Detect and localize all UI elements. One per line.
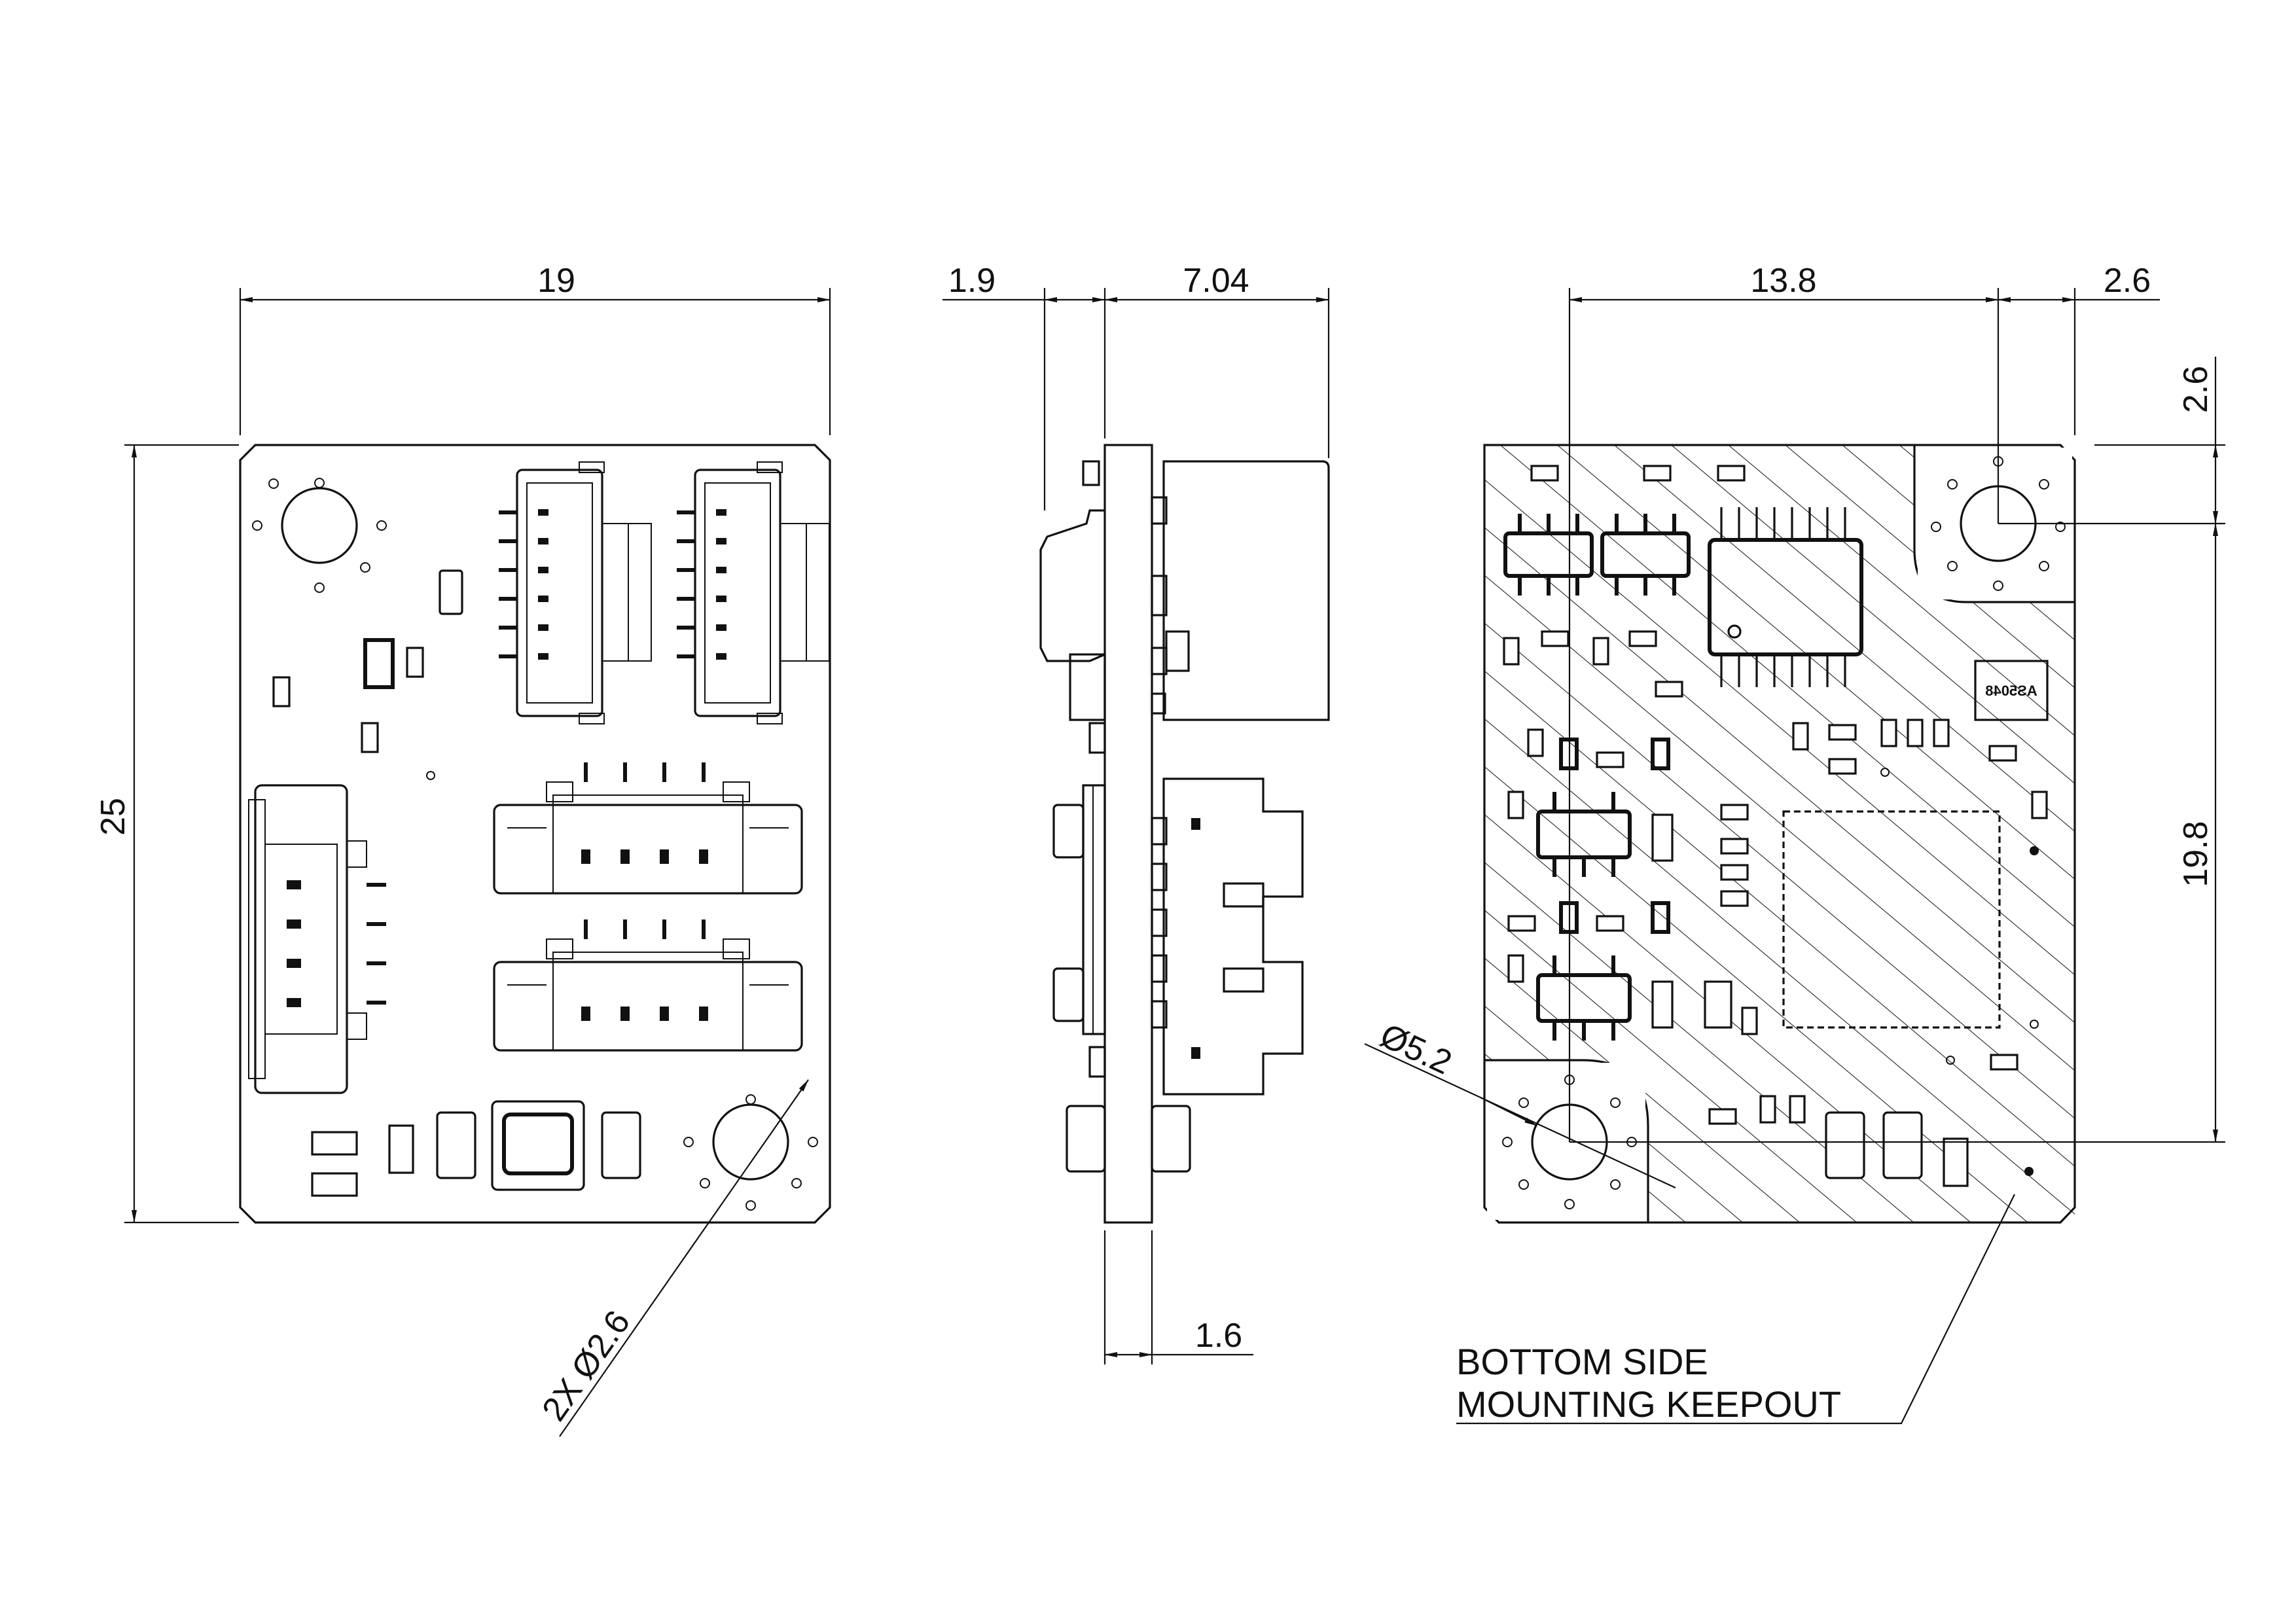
side-dimensions: 1.9 7.04 1.6 — [942, 262, 1330, 1364]
top-width-dimension: 19 — [239, 262, 831, 435]
dim-bottom-keepout-dia: Ø5.2 — [1374, 1016, 1458, 1082]
dim-bottom-vertical: 19.8 — [2177, 821, 2215, 887]
dim-top-width: 19 — [537, 262, 575, 300]
connector-vertical-1 — [499, 461, 652, 724]
mounting-hole-top-left — [252, 478, 387, 593]
dim-side-right: 7.04 — [1183, 262, 1249, 300]
connector-left — [248, 784, 386, 1094]
connector-horizontal-2 — [493, 919, 803, 1052]
top-board-outline — [239, 444, 831, 1224]
keepout-note-line2: MOUNTING KEEPOUT — [1456, 1383, 1841, 1425]
side-pcb-edge — [1103, 444, 1153, 1224]
side-view: 1.9 7.04 1.6 — [942, 262, 1330, 1364]
bottom-passives — [1503, 465, 2048, 1187]
top-view: 19 25 2X Ø2.6 — [94, 262, 831, 1437]
side-left-parts — [1039, 460, 1191, 1173]
encoder-chip — [1974, 660, 2049, 721]
dim-bottom-offset-x: 2.6 — [2104, 262, 2151, 300]
dim-bottom-span: 13.8 — [1750, 262, 1816, 300]
top-holes-dimension: 2X Ø2.6 — [535, 1079, 809, 1437]
exposed-pad — [1782, 810, 2001, 1029]
bottom-view: AS5048 — [1364, 262, 2225, 1425]
bottom-ic-pins — [1518, 507, 1846, 1041]
connector-vertical-2 — [677, 461, 830, 724]
dim-side-left: 1.9 — [948, 262, 996, 300]
top-height-dimension: 25 — [94, 444, 239, 1224]
mounting-hole-bottom-right — [683, 1094, 818, 1211]
dim-side-pcb: 1.6 — [1195, 1317, 1242, 1355]
keepout-note-line1: BOTTOM SIDE — [1456, 1341, 1708, 1382]
chip-marking: AS5048 — [1985, 683, 2037, 699]
dim-top-holes: 2X Ø2.6 — [535, 1304, 637, 1428]
connector-horizontal-1 — [493, 762, 803, 895]
bottom-board-outline — [1483, 444, 2076, 1224]
side-connector-bottom — [1151, 777, 1304, 1096]
dim-top-height: 25 — [94, 798, 132, 836]
dim-bottom-offset-y: 2.6 — [2177, 366, 2215, 413]
top-smd-components — [272, 569, 641, 1197]
side-connector-top — [1151, 460, 1330, 721]
keepout-note: BOTTOM SIDE MOUNTING KEEPOUT — [1456, 1194, 2015, 1425]
